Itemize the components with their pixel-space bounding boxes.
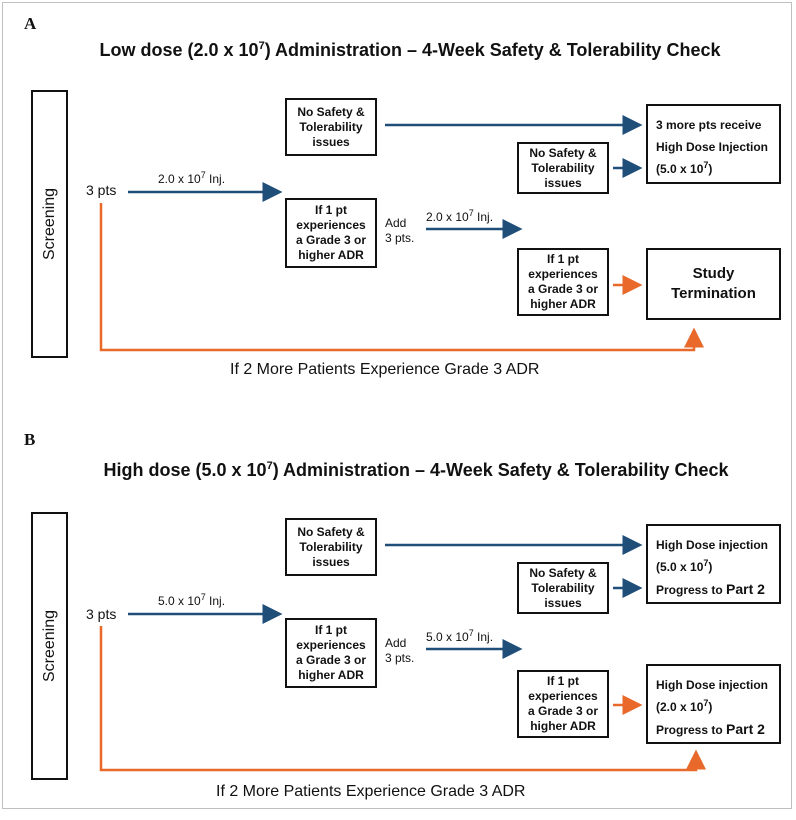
add-patients-label: Add 3 pts. (385, 636, 415, 665)
arrow-screening-to-result-2 (99, 626, 706, 772)
adr-box-2: If 1 pt experiences a Grade 3 or higher … (517, 248, 609, 316)
study-termination-box: Study Termination (646, 248, 781, 320)
panel-b-arrows (99, 535, 706, 772)
bottom-note: If 2 More Patients Experience Grade 3 AD… (230, 361, 540, 378)
patients-label: 3 pts (86, 182, 117, 198)
adr-box-2: If 1 pt experiences a Grade 3 or higher … (517, 670, 609, 738)
arrow-screening-to-termination (99, 203, 704, 352)
no-issues-box: No Safety & Tolerability issues (285, 518, 377, 576)
panel-a-title: Low dose (2.0 x 107) Administration – 4-… (99, 40, 721, 60)
adr-box: If 1 pt experiences a Grade 3 or higher … (285, 618, 377, 688)
no-issues-box-2: No Safety & Tolerability issues (517, 142, 609, 194)
no-issues-box-2: No Safety & Tolerability issues (517, 562, 609, 614)
adr-box: If 1 pt experiences a Grade 3 or higher … (285, 198, 377, 268)
panel-a: A Low dose (2.0 x 107) Administration – … (0, 0, 796, 400)
no-issues-box: No Safety & Tolerability issues (285, 98, 377, 156)
injection-label-1: 2.0 x 107 Inj. (158, 170, 226, 186)
high-dose-result-box: 3 more pts receive High Dose Injection (… (646, 104, 781, 184)
screening-box: Screening (31, 512, 68, 780)
injection-label-2: 2.0 x 107 Inj. (426, 208, 494, 224)
high-dose-result-box-2: High Dose injection (2.0 x 107) Progress… (646, 664, 781, 744)
panel-b: B High dose (5.0 x 107) Administration –… (0, 420, 796, 820)
panel-b-letter: B (24, 430, 36, 449)
injection-label-1: 5.0 x 107 Inj. (158, 592, 226, 608)
panel-a-arrows (99, 115, 704, 352)
panel-b-title: High dose (5.0 x 107) Administration – 4… (103, 460, 729, 480)
patients-label: 3 pts (86, 606, 117, 622)
add-patients-label: Add 3 pts. (385, 216, 415, 245)
injection-label-2: 5.0 x 107 Inj. (426, 628, 494, 644)
bottom-note: If 2 More Patients Experience Grade 3 AD… (216, 783, 526, 800)
figure-frame (2, 2, 792, 809)
screening-box: Screening (31, 90, 68, 358)
high-dose-result-box-1: High Dose injection (5.0 x 107) Progress… (646, 524, 781, 604)
panel-a-letter: A (24, 14, 37, 33)
